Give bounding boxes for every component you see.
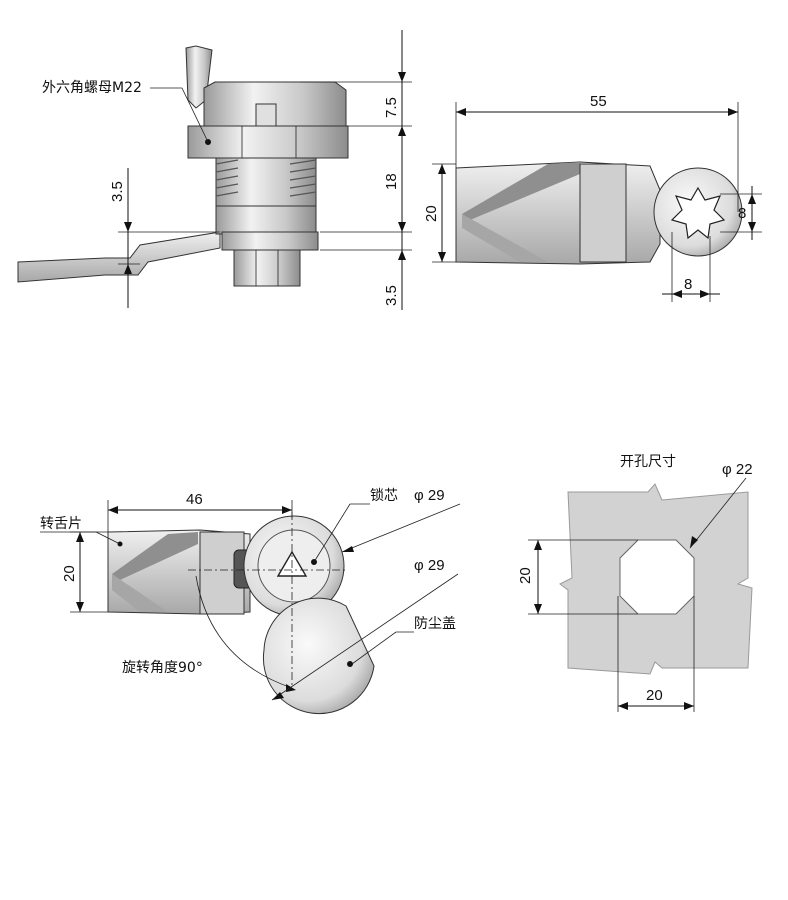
dim-20-front: 20 bbox=[61, 565, 78, 582]
label-hex-nut: 外六角螺母M22 bbox=[42, 80, 142, 96]
cam-mid-band bbox=[579, 163, 627, 263]
dim-18: 18 bbox=[383, 173, 400, 190]
dim-7-5: 7.5 bbox=[383, 97, 400, 118]
dim-phi29-a: φ 29 bbox=[414, 487, 445, 504]
front-tongue-bevel-top bbox=[112, 532, 198, 580]
label-dust-cover: 防尘盖 bbox=[414, 616, 456, 632]
side-thread-body bbox=[215, 157, 317, 209]
cutout-hole bbox=[619, 539, 695, 615]
side-head-notch bbox=[255, 103, 277, 127]
dim-46: 46 bbox=[186, 491, 203, 508]
dim-phi29-b: φ 29 bbox=[414, 557, 445, 574]
side-tongue-plate bbox=[17, 231, 221, 283]
label-tongue: 转舌片 bbox=[40, 516, 82, 532]
side-bottom-hex bbox=[233, 249, 301, 287]
cam-star-hole bbox=[670, 186, 726, 240]
side-thread-lines bbox=[215, 159, 317, 197]
label-cutout: 开孔尺寸 bbox=[620, 454, 676, 470]
cam-bevel-bottom bbox=[462, 214, 548, 262]
dim-phi22: φ 22 bbox=[722, 461, 753, 478]
dim-55: 55 bbox=[590, 93, 607, 110]
front-tongue-bevel-bottom bbox=[112, 574, 168, 612]
dim-20-cam: 20 bbox=[423, 205, 440, 222]
side-hex-nut bbox=[187, 125, 349, 159]
side-lower-body bbox=[215, 205, 317, 235]
cam-bevel-top bbox=[462, 162, 580, 220]
side-view: 外六角螺母M22 7.5 18 3.5 3.5 bbox=[17, 30, 412, 310]
cam-view: 55 20 8 8 bbox=[423, 93, 762, 302]
dim-20-cut-h: 20 bbox=[646, 687, 663, 704]
label-rotation: 旋转角度90° bbox=[122, 660, 203, 676]
dim-8-v: 8 bbox=[738, 205, 746, 222]
front-cover-dot bbox=[347, 661, 353, 667]
front-dust-cover bbox=[262, 597, 375, 715]
dim-20-cut-v: 20 bbox=[517, 567, 534, 584]
dim-8-h: 8 bbox=[684, 276, 692, 293]
side-washer bbox=[221, 231, 319, 251]
cutout-view: 开孔尺寸 φ 22 20 20 bbox=[517, 454, 753, 712]
front-view: 旋转角度90° 46 20 转舌片 锁芯 φ 29 φ 29 防尘盖 bbox=[40, 487, 461, 715]
front-rotation-arc bbox=[195, 575, 293, 689]
dim-3-5-left: 3.5 bbox=[109, 181, 126, 202]
dim-3-5-right: 3.5 bbox=[383, 285, 400, 306]
label-lock-core: 锁芯 bbox=[370, 488, 398, 504]
